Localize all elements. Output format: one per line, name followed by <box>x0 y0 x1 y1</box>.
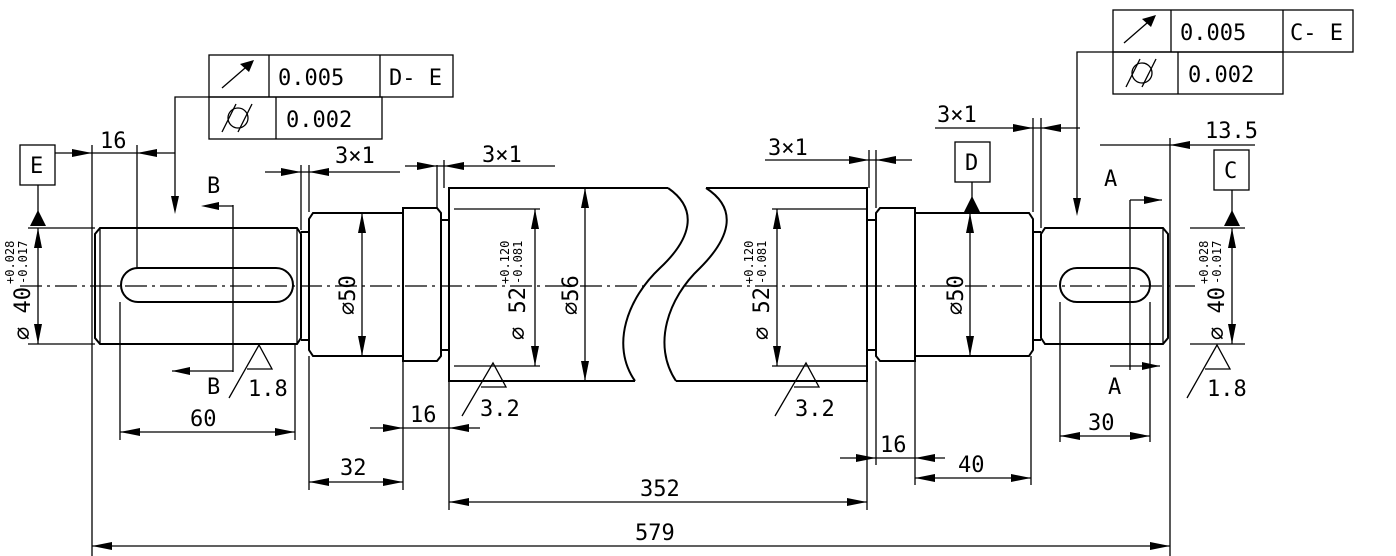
dia-52-left-label: ∅ 52 +0.120 -0.081 <box>498 241 531 340</box>
svg-text:1.8: 1.8 <box>248 377 288 402</box>
svg-text:D- E: D- E <box>389 66 442 91</box>
svg-text:B: B <box>207 375 220 400</box>
svg-text:+0.120: +0.120 <box>742 241 756 284</box>
section-A: A A <box>1104 167 1162 400</box>
dia-52-right-label: ∅ 52 +0.120 -0.081 <box>742 241 775 340</box>
roughness-left: 1.8 <box>228 343 288 402</box>
svg-text:∅ 40: ∅ 40 <box>11 287 36 340</box>
svg-text:B: B <box>207 174 220 199</box>
dim-352: 352 <box>640 477 680 502</box>
dim-3x1-b: 3×1 <box>482 143 522 168</box>
dim-579: 579 <box>635 521 675 546</box>
svg-text:D: D <box>965 151 978 176</box>
dim-13-5: 13.5 <box>1205 119 1258 144</box>
dia-50-right-label: ∅50 <box>944 275 969 315</box>
svg-text:∅50: ∅50 <box>336 275 361 315</box>
cylindricity-icon <box>221 103 253 133</box>
svg-text:1.8: 1.8 <box>1207 377 1247 402</box>
dim-16-mid: 16 <box>410 403 437 428</box>
dia-56-label: ∅56 <box>559 275 584 315</box>
cylindricity-icon <box>1125 58 1157 88</box>
dim-40: 40 <box>958 453 985 478</box>
dia-40-right-label: ∅ 40 +0.028 -0.017 <box>1197 241 1230 340</box>
circular-runout-icon <box>1123 15 1156 44</box>
roughness-right: 1.8 <box>1186 343 1247 402</box>
dia-40-left-label: ∅ 40 +0.028 -0.017 <box>3 241 36 340</box>
svg-text:+0.028: +0.028 <box>1197 241 1211 284</box>
left-shoulder <box>301 207 442 362</box>
svg-text:∅ 52: ∅ 52 <box>506 287 531 340</box>
svg-text:0.002: 0.002 <box>286 108 352 133</box>
keyway-right <box>1059 267 1151 303</box>
dim-32: 32 <box>340 456 367 481</box>
dim-30: 30 <box>1088 411 1115 436</box>
svg-text:E: E <box>30 154 43 179</box>
svg-text:∅ 52: ∅ 52 <box>750 287 775 340</box>
circular-runout-icon <box>221 60 254 89</box>
svg-text:-0.017: -0.017 <box>1210 241 1224 284</box>
surface-roughness-icon <box>461 361 508 417</box>
svg-text:3.2: 3.2 <box>795 397 835 422</box>
svg-text:∅50: ∅50 <box>944 275 969 315</box>
svg-text:A: A <box>1108 375 1121 400</box>
svg-text:∅56: ∅56 <box>559 275 584 315</box>
svg-text:-0.017: -0.017 <box>16 241 30 284</box>
surface-roughness-icon <box>228 343 274 399</box>
surface-roughness-icon <box>1186 343 1232 399</box>
svg-text:0.002: 0.002 <box>1188 63 1254 88</box>
left-journal <box>94 227 302 345</box>
svg-text:+0.028: +0.028 <box>3 241 17 284</box>
extension-lines <box>28 118 1245 556</box>
dim-16-right: 16 <box>880 433 907 458</box>
dia-50-left-label: ∅50 <box>336 275 361 315</box>
datum-D: D <box>954 141 991 212</box>
dim-16-left: 16 <box>100 129 127 154</box>
right-journal <box>1040 227 1169 345</box>
datum-triangle-icon <box>964 196 980 212</box>
svg-text:A: A <box>1104 167 1117 192</box>
dim-3x1-a: 3×1 <box>335 144 375 169</box>
fcf-left: 0.005 D- E 0.002 <box>171 54 454 214</box>
svg-text:0.005: 0.005 <box>1180 21 1246 46</box>
roughness-mid-left: 3.2 <box>461 361 520 422</box>
main-body <box>441 187 876 382</box>
svg-text:C- E: C- E <box>1290 21 1343 46</box>
datum-E: E <box>19 144 56 226</box>
keyway-left <box>120 267 294 303</box>
dim-3x1-c: 3×1 <box>768 136 808 161</box>
svg-text:∅ 40: ∅ 40 <box>1205 287 1230 340</box>
dim-3x1-d: 3×1 <box>937 103 977 128</box>
dimension-texts: 16 3×1 3×1 3×1 3×1 13.5 60 32 16 352 579… <box>3 103 1258 546</box>
svg-text:C: C <box>1224 159 1237 184</box>
svg-text:0.005: 0.005 <box>278 66 344 91</box>
datum-triangle-icon <box>1224 210 1240 226</box>
svg-text:-0.081: -0.081 <box>755 241 769 284</box>
surface-roughness-icon <box>774 361 821 417</box>
dim-60: 60 <box>190 407 217 432</box>
roughness-mid-right: 3.2 <box>774 361 835 422</box>
datum-triangle-icon <box>30 210 46 226</box>
right-shoulder <box>875 207 1041 362</box>
section-B: B B <box>172 174 234 400</box>
svg-text:-0.081: -0.081 <box>511 241 525 284</box>
fcf-right: 0.005 C- E 0.002 <box>1073 9 1354 216</box>
svg-text:3.2: 3.2 <box>480 397 520 422</box>
datum-C: C <box>1213 149 1250 226</box>
dimension-lines <box>34 124 1255 550</box>
svg-text:+0.120: +0.120 <box>498 241 512 284</box>
